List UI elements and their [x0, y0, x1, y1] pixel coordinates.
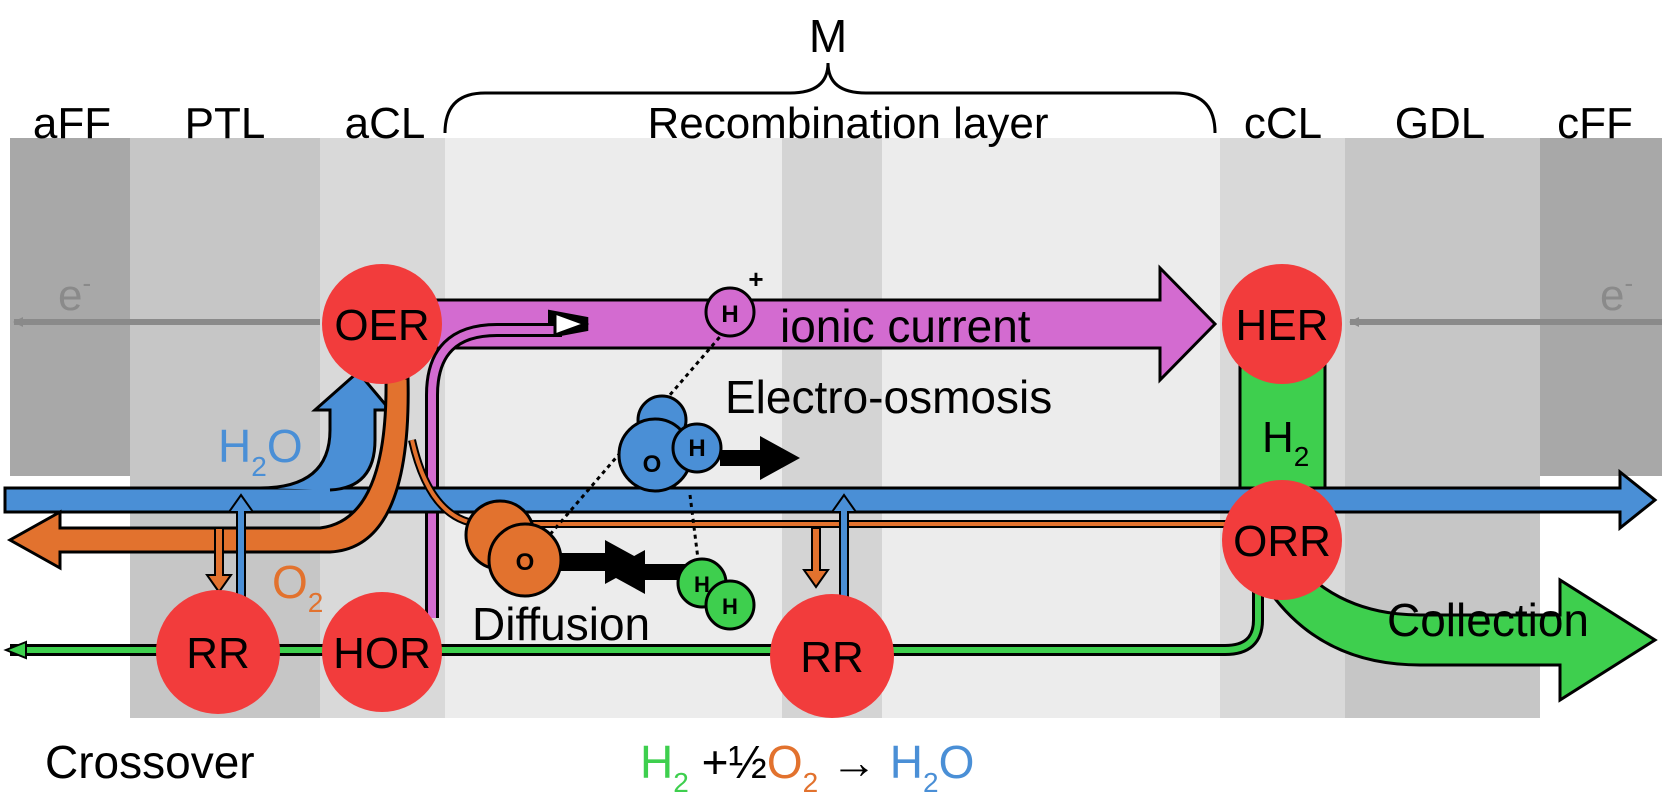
- water-molecule: O H: [617, 394, 800, 493]
- svg-text:+: +: [748, 264, 763, 294]
- electron-flow-right: e-: [1349, 268, 1662, 327]
- hydrogen-molecule: H H: [605, 550, 756, 631]
- ionic-current-label: ionic current: [780, 300, 1031, 352]
- ionic-current-arrow: [413, 264, 1218, 384]
- eq-h2: H: [640, 736, 673, 788]
- membrane-brace: [443, 62, 1217, 134]
- svg-text:HOR: HOR: [333, 629, 431, 678]
- svg-text:ORR: ORR: [1233, 517, 1331, 566]
- electro-osmosis-label: Electro-osmosis: [725, 371, 1052, 423]
- layer-label-recombination: Recombination layer: [647, 99, 1048, 148]
- layer-band-aff: [10, 138, 130, 476]
- hydrogen-diffusion-loop-fill: [428, 326, 560, 618]
- layer-label-gdl: GDL: [1395, 99, 1485, 148]
- svg-text:H: H: [722, 594, 738, 619]
- collection-label: Collection: [1387, 594, 1589, 646]
- reaction-her: HER: [1222, 264, 1342, 384]
- rr-mid-orange-down: [802, 527, 830, 589]
- hydrogen-diffusion-loop-head: [553, 310, 590, 338]
- layer-labels: aFF PTL aCL Recombination layer cCL GDL …: [33, 99, 1633, 148]
- h2o-label-anode: H2O: [218, 420, 303, 482]
- reaction-oer: OER: [322, 264, 442, 384]
- layer-label-acl: aCL: [345, 99, 426, 148]
- reaction-rr-recombination: RR: [770, 594, 894, 718]
- recombination-equation: H2 +½O2 → H2O: [640, 736, 974, 802]
- svg-text:HER: HER: [1236, 301, 1329, 350]
- hydrogen-crossover-head: [3, 640, 27, 660]
- water-branch-oer: [259, 369, 394, 492]
- reaction-orr: ORR: [1222, 480, 1342, 600]
- layer-label-aff: aFF: [33, 99, 111, 148]
- oxygen-outflow-arrow: [6, 376, 410, 571]
- crossover-label: Crossover: [45, 736, 255, 788]
- layer-band-cff: [1540, 138, 1662, 476]
- proton-molecule: H +: [704, 264, 764, 338]
- svg-text:H: H: [688, 435, 705, 462]
- svg-text:H: H: [694, 572, 710, 597]
- svg-text:H: H: [721, 301, 738, 328]
- reaction-rr-ptl: RR: [156, 590, 280, 714]
- svg-text:O: O: [516, 549, 535, 576]
- svg-text:RR: RR: [800, 633, 864, 682]
- o2-label-anode: O2: [272, 556, 323, 618]
- electron-label-left: e-: [58, 268, 91, 320]
- electron-label-right: e-: [1600, 268, 1633, 320]
- rr-ptl-orange-down: [205, 527, 233, 594]
- brace-label: M: [809, 10, 847, 62]
- collection-arrow: [1260, 542, 1658, 703]
- layer-label-cff: cFF: [1557, 99, 1633, 148]
- svg-text:OER: OER: [334, 301, 429, 350]
- water-main-arrow: [3, 468, 1658, 532]
- hydrogen-crossover-line-fill: [20, 580, 1261, 653]
- electron-flow-left: e-: [13, 268, 320, 327]
- svg-text:O: O: [643, 451, 662, 478]
- svg-text:RR: RR: [186, 629, 250, 678]
- diffusion-label: Diffusion: [472, 598, 650, 650]
- layer-label-ptl: PTL: [185, 99, 266, 148]
- layer-label-ccl: cCL: [1244, 99, 1322, 148]
- h2-label-ccl: H2: [1262, 413, 1309, 472]
- reaction-hor: HOR: [322, 592, 442, 712]
